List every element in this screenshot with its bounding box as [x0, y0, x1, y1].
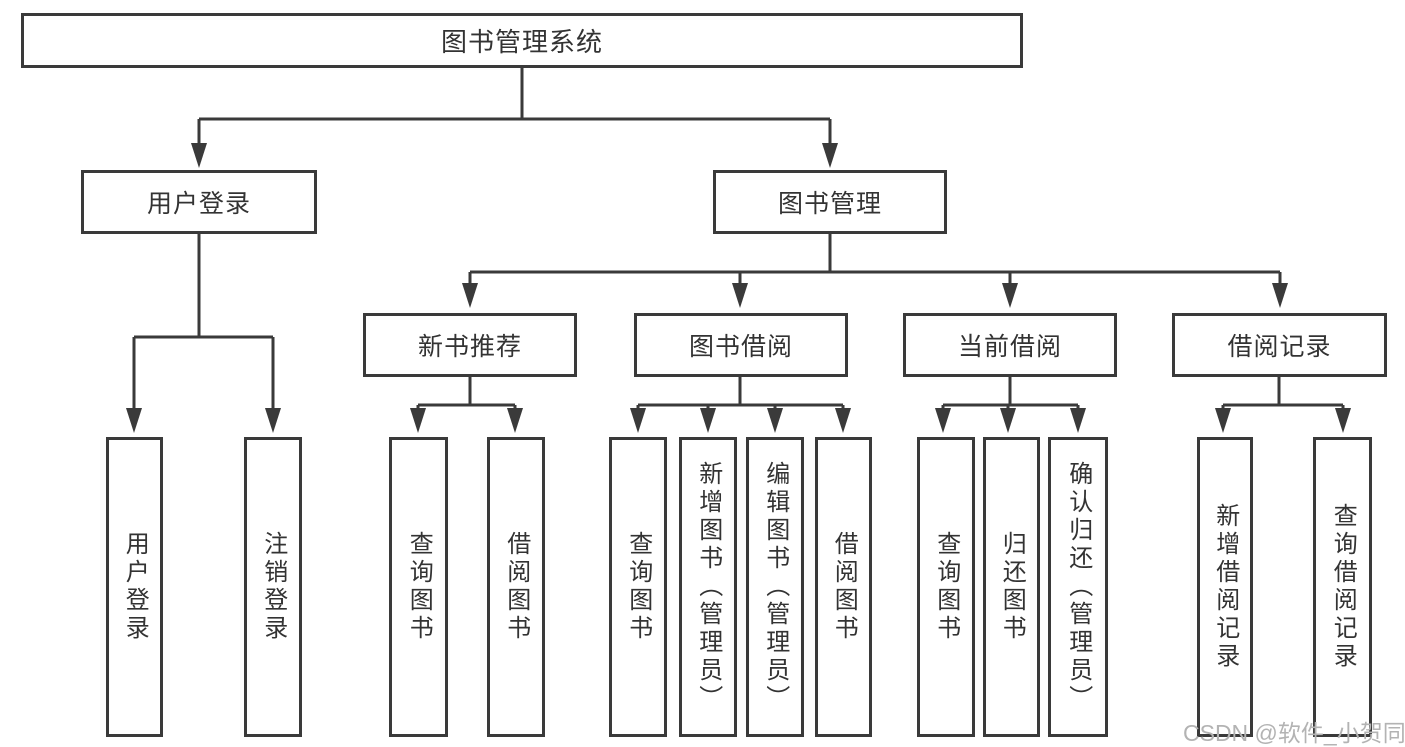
node-leaf-add-books-admin: 新增图书（管理员）: [679, 437, 737, 737]
node-leaf-query-books-2: 查询图书: [609, 437, 667, 737]
csdn-watermark: CSDN @软件_小贺同学: [1183, 720, 1405, 746]
node-leaf-query-books-3: 查询图书: [917, 437, 975, 737]
node-new-book-recommend: 新书推荐: [363, 313, 577, 377]
node-label: 图书管理: [777, 190, 882, 218]
node-leaf-add-borrow-record: 新增借阅记录: [1197, 437, 1253, 737]
node-label: 查询图书: [405, 531, 433, 643]
node-leaf-borrow-books-2: 借阅图书: [815, 437, 872, 737]
node-label: 借阅图书: [502, 531, 530, 643]
node-label: 查询借阅记录: [1329, 503, 1357, 671]
node-label: 新书推荐: [417, 333, 522, 361]
node-label: 借阅记录: [1227, 333, 1332, 361]
node-book-borrow: 图书借阅: [634, 313, 848, 377]
node-label: 图书管理系统: [440, 27, 603, 57]
node-library-management-system: 图书管理系统: [21, 13, 1023, 68]
node-label: 图书借阅: [688, 333, 793, 361]
node-leaf-user-login: 用户登录: [106, 437, 163, 737]
node-leaf-logout: 注销登录: [244, 437, 302, 737]
node-label: 确认归还（管理员）: [1064, 461, 1092, 713]
node-label: 借阅图书: [830, 531, 858, 643]
node-label: 当前借阅: [957, 333, 1062, 361]
node-leaf-confirm-return-admin: 确认归还（管理员）: [1048, 437, 1108, 737]
node-label: 查询图书: [624, 531, 652, 643]
node-book-management: 图书管理: [713, 170, 947, 234]
node-label: 用户登录: [146, 190, 251, 218]
node-label: 用户登录: [121, 531, 149, 643]
node-label: 归还图书: [998, 531, 1026, 643]
node-label: 查询图书: [932, 531, 960, 643]
node-label: 新增图书（管理员）: [694, 461, 722, 713]
node-user-login-branch: 用户登录: [81, 170, 317, 234]
node-leaf-query-books-1: 查询图书: [389, 437, 448, 737]
node-label: 编辑图书（管理员）: [761, 461, 789, 713]
node-leaf-return-books: 归还图书: [983, 437, 1040, 737]
node-leaf-query-borrow-record: 查询借阅记录: [1313, 437, 1372, 737]
node-label: 新增借阅记录: [1211, 503, 1239, 671]
node-label: 注销登录: [259, 531, 287, 643]
node-leaf-borrow-books-1: 借阅图书: [487, 437, 545, 737]
node-current-borrow: 当前借阅: [903, 313, 1117, 377]
node-leaf-edit-books-admin: 编辑图书（管理员）: [746, 437, 804, 737]
node-borrow-records: 借阅记录: [1172, 313, 1387, 377]
